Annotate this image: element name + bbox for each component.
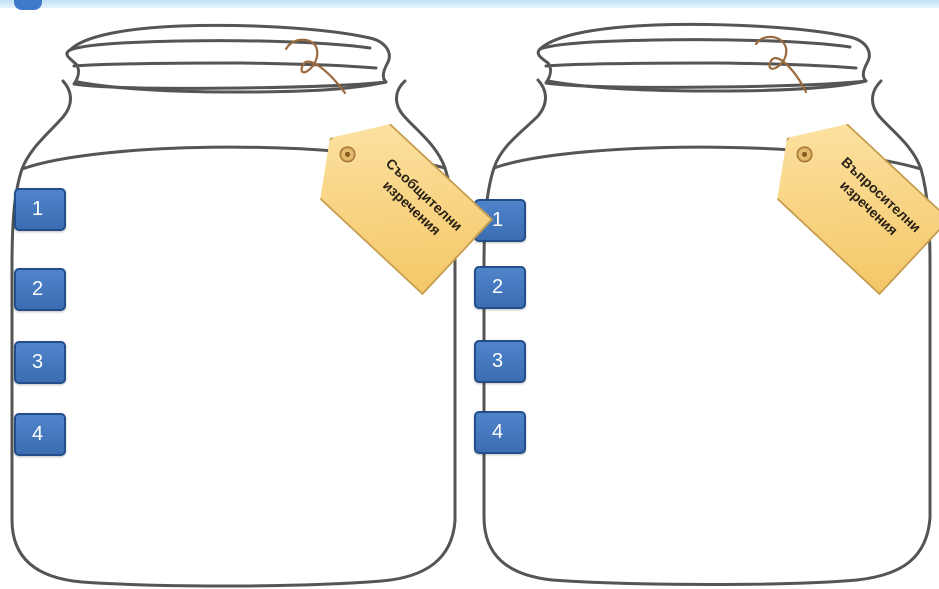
left-jar-number-3[interactable]: 3 xyxy=(14,341,66,384)
left-jar-number-4[interactable]: 4 xyxy=(14,413,66,456)
right-jar-number-2[interactable]: 2 xyxy=(474,266,526,309)
left-jar-number-1[interactable]: 1 xyxy=(14,188,66,231)
right-jar-number-3[interactable]: 3 xyxy=(474,340,526,383)
tag-hole-icon xyxy=(336,143,359,166)
top-banner-strip xyxy=(0,0,939,10)
right-jar-number-4[interactable]: 4 xyxy=(474,411,526,454)
top-banner-badge xyxy=(14,0,42,10)
left-jar-number-2[interactable]: 2 xyxy=(14,268,66,311)
left-jar-outline xyxy=(10,23,457,588)
right-tag-string xyxy=(754,35,808,94)
right-jar-outline xyxy=(482,22,932,586)
tag-hole-icon xyxy=(793,143,816,166)
left-tag-string xyxy=(284,38,347,95)
